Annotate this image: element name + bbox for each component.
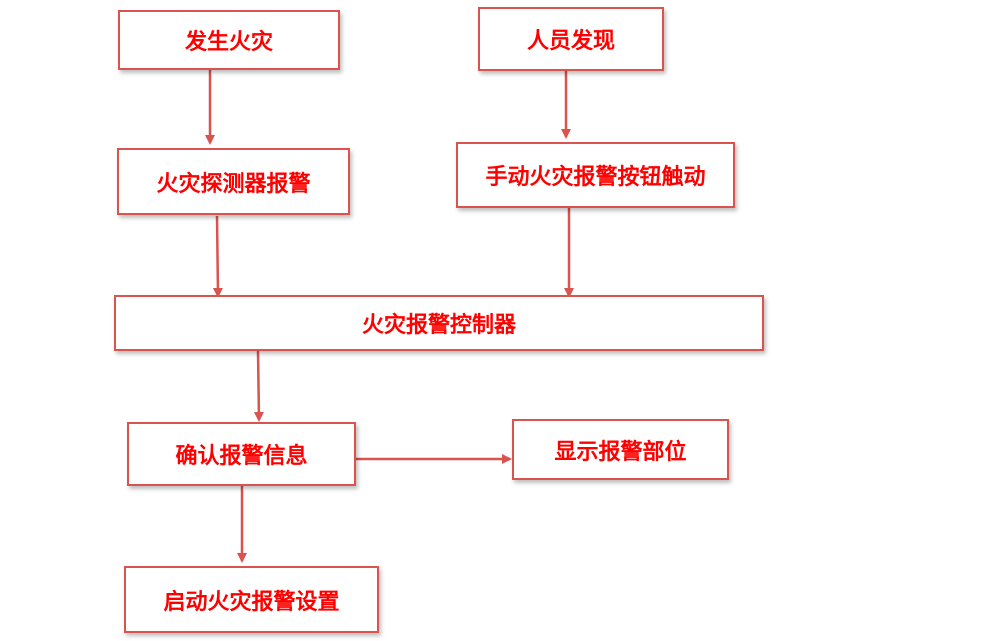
node-controller: 火灾报警控制器 <box>114 295 764 351</box>
node-fire-occurs: 发生火灾 <box>118 10 340 70</box>
node-detector-alarm: 火灾探测器报警 <box>117 148 350 215</box>
node-detector-alarm-label: 火灾探测器报警 <box>156 171 311 197</box>
node-person-discovers: 人员发现 <box>478 7 664 71</box>
node-manual-button: 手动火灾报警按钮触动 <box>456 142 735 208</box>
node-start-devices-label: 启动火灾报警设置 <box>163 589 340 615</box>
node-person-discovers-label: 人员发现 <box>526 29 615 54</box>
node-confirm-info: 确认报警信息 <box>127 422 356 486</box>
node-start-devices: 启动火灾报警设置 <box>124 566 379 633</box>
node-show-location: 显示报警部位 <box>512 419 729 480</box>
node-confirm-info-label: 确认报警信息 <box>175 444 308 469</box>
node-manual-button-label: 手动火灾报警按钮触动 <box>485 165 706 190</box>
arrow-detector-to-controller <box>212 215 223 298</box>
arrow-controller-to-confirm <box>253 350 264 422</box>
node-fire-occurs-label: 发生火灾 <box>184 30 273 55</box>
node-controller-label: 火灾报警控制器 <box>361 313 516 338</box>
node-show-location-label: 显示报警部位 <box>554 439 687 465</box>
